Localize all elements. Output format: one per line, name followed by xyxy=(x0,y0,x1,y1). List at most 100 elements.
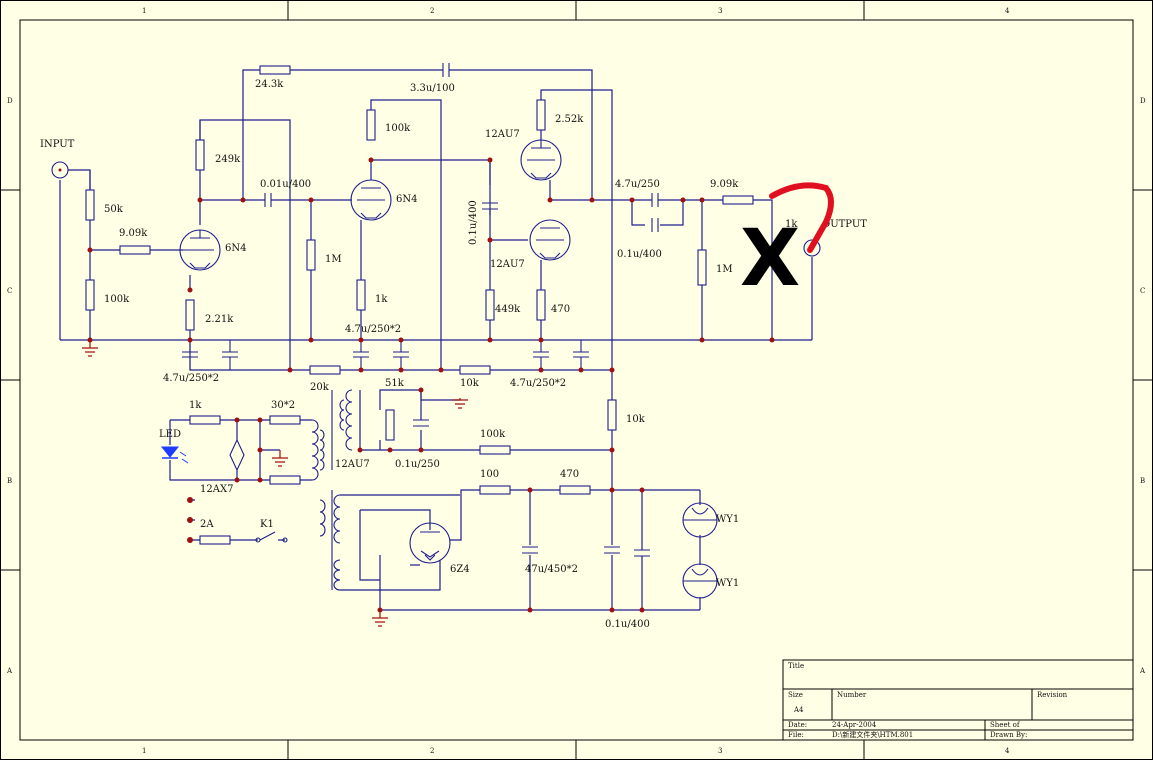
capacitor xyxy=(482,202,498,210)
col-label: 1 xyxy=(142,747,146,755)
resistors xyxy=(85,65,754,545)
junction-dot xyxy=(357,447,363,453)
tube-label: WY1 xyxy=(716,514,739,525)
junction-dot xyxy=(197,197,203,203)
junction-dot xyxy=(699,197,705,203)
row-label: D xyxy=(7,97,13,105)
junction-dot xyxy=(287,367,293,373)
junction-dot xyxy=(527,607,533,613)
annotation-overlay: X xyxy=(740,182,834,304)
red-scribble-mark xyxy=(769,182,834,253)
component-label: 0.1u/400 xyxy=(605,619,650,630)
junction-dot xyxy=(377,607,383,613)
capacitor xyxy=(533,340,549,370)
col-label: 2 xyxy=(430,747,434,755)
title-block: Title Size A4 Number Revision Date: 24-A… xyxy=(782,659,1134,741)
resistor xyxy=(85,189,95,221)
component-label: 100k xyxy=(480,429,506,440)
capacitor xyxy=(604,546,620,554)
junction-dot xyxy=(398,367,404,373)
resistor xyxy=(722,195,754,205)
tube-label: 6N4 xyxy=(396,194,417,205)
revision-label: Revision xyxy=(1037,691,1068,699)
misc-symbols xyxy=(51,161,821,627)
resistor xyxy=(269,475,301,485)
component-label: 50k xyxy=(104,204,124,215)
junction-dot xyxy=(387,447,393,453)
junction-dot xyxy=(538,337,544,343)
col-label: 3 xyxy=(718,7,722,15)
junction-dot xyxy=(418,447,424,453)
capacitor xyxy=(264,193,272,207)
col-label: 3 xyxy=(718,747,722,755)
component-labels: INPUT 50k 9.09k 100k 249k 6N4 2.21k 0.01… xyxy=(40,79,867,630)
junction-dot xyxy=(257,417,263,423)
transformer-coil xyxy=(333,559,341,591)
switch-icon xyxy=(255,531,288,543)
capacitor xyxy=(353,340,369,370)
junction-dot xyxy=(609,367,615,373)
junction-dot xyxy=(589,197,595,203)
component-label: 470 xyxy=(560,469,579,480)
junction-dot xyxy=(547,197,553,203)
resistor xyxy=(385,409,395,441)
component-label: 2.52k xyxy=(555,114,584,125)
output-label: OUTPUT xyxy=(822,219,867,230)
tube-label: 6Z4 xyxy=(450,564,470,575)
resistor xyxy=(536,99,546,131)
size-value: A4 xyxy=(793,706,804,714)
junction-dot xyxy=(680,197,686,203)
resistor xyxy=(189,415,221,425)
size-label: Size xyxy=(788,691,803,699)
component-label: LED xyxy=(159,429,181,440)
component-label: 3.3u/100 xyxy=(410,83,455,94)
ground-icon xyxy=(372,610,388,627)
junction-dot xyxy=(639,607,645,613)
tube-label: 12AX7 xyxy=(200,484,233,495)
component-label: 449k xyxy=(495,304,521,315)
junction-dot xyxy=(639,487,645,493)
junction-dots xyxy=(87,157,775,613)
component-label: 24.3k xyxy=(255,79,284,90)
input-jack-icon xyxy=(51,161,69,179)
component-label: 9.09k xyxy=(710,179,739,190)
resistor xyxy=(85,279,95,311)
tube-label: 12AU7 xyxy=(485,129,520,140)
component-label: 51k xyxy=(385,378,405,389)
junction-dot xyxy=(234,477,240,483)
junction-dot xyxy=(527,487,533,493)
row-label: A xyxy=(6,667,13,675)
row-label: C xyxy=(1140,287,1145,295)
resistor xyxy=(259,65,291,75)
component-label: 0.01u/400 xyxy=(260,179,311,190)
capacitor xyxy=(413,419,429,427)
file-value: D:\新建文件夹\HTM.801 xyxy=(832,730,913,739)
component-label: 2A xyxy=(200,519,214,530)
regulator-tube-1 xyxy=(682,502,718,538)
col-label: 4 xyxy=(1005,7,1010,15)
junction-dot xyxy=(438,367,444,373)
resistor xyxy=(479,485,511,495)
date-label: Date: xyxy=(788,721,807,729)
frame-column-labels: 1 2 3 4 1 2 3 4 xyxy=(142,7,1010,755)
resistor xyxy=(536,289,546,321)
junction-dot xyxy=(240,197,246,203)
component-label: 470 xyxy=(551,304,570,315)
wires xyxy=(59,69,813,611)
component-label: 20k xyxy=(310,382,330,393)
col-label: 2 xyxy=(430,7,434,15)
junction-dot xyxy=(487,237,493,243)
tube-v2 xyxy=(350,179,392,221)
resistor xyxy=(559,485,591,495)
capacitor xyxy=(393,340,409,370)
resistor xyxy=(697,249,707,286)
tube-label: WY1 xyxy=(716,578,739,589)
resistor xyxy=(269,415,301,425)
row-label: B xyxy=(7,477,12,485)
junction-dot xyxy=(234,417,240,423)
component-label: 100k xyxy=(104,294,130,305)
capacitor xyxy=(634,549,650,557)
junction-dot xyxy=(358,337,364,343)
component-label: 100k xyxy=(385,123,411,134)
